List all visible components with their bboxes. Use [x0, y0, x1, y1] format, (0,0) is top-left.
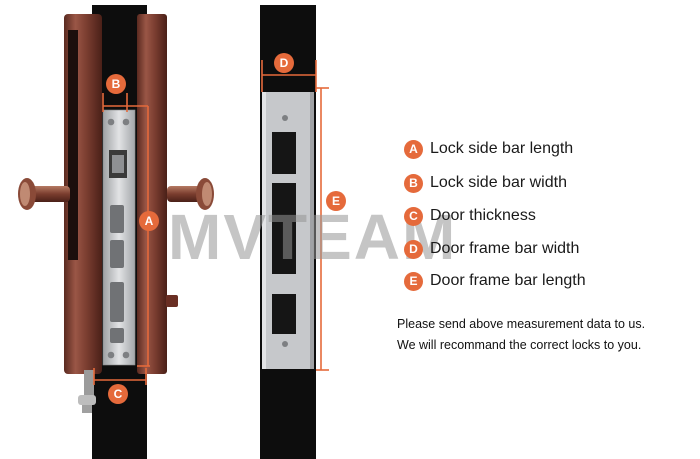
- legend-badge-d: D: [404, 239, 423, 259]
- note-line-1: Please send above measurement data to us…: [397, 317, 646, 331]
- legend-item-e: E Door frame bar length: [404, 270, 586, 292]
- lock-body-front: [137, 14, 167, 374]
- legend-text-c: Door thickness: [430, 207, 536, 224]
- legend-badge-b: B: [404, 173, 423, 193]
- badge-e: E: [326, 191, 346, 211]
- legend-text-b: Lock side bar width: [430, 174, 567, 191]
- badge-b: B: [106, 74, 126, 94]
- legend-item-a: A Lock side bar length: [404, 138, 573, 160]
- legend-item-d: D Door frame bar width: [404, 238, 579, 260]
- legend-text-d: Door frame bar width: [430, 240, 580, 257]
- legend-badge-e: E: [404, 271, 423, 291]
- keys: [78, 370, 96, 413]
- legend-item-b: B Lock side bar width: [404, 172, 567, 194]
- lock-side-bar: [102, 109, 136, 366]
- legend-badge-a: A: [404, 139, 423, 159]
- legend-text-a: Lock side bar length: [430, 140, 574, 157]
- badge-a: A: [139, 211, 159, 231]
- left-handle: [18, 178, 70, 210]
- right-handle: [167, 178, 214, 210]
- badge-c: C: [108, 384, 128, 404]
- legend-item-c: C Door thickness: [404, 205, 536, 227]
- badge-d: D: [274, 53, 294, 73]
- legend-text-e: Door frame bar length: [430, 272, 586, 289]
- note-line-2: We will recommand the correct locks to y…: [397, 338, 642, 352]
- legend-badge-c: C: [404, 206, 423, 226]
